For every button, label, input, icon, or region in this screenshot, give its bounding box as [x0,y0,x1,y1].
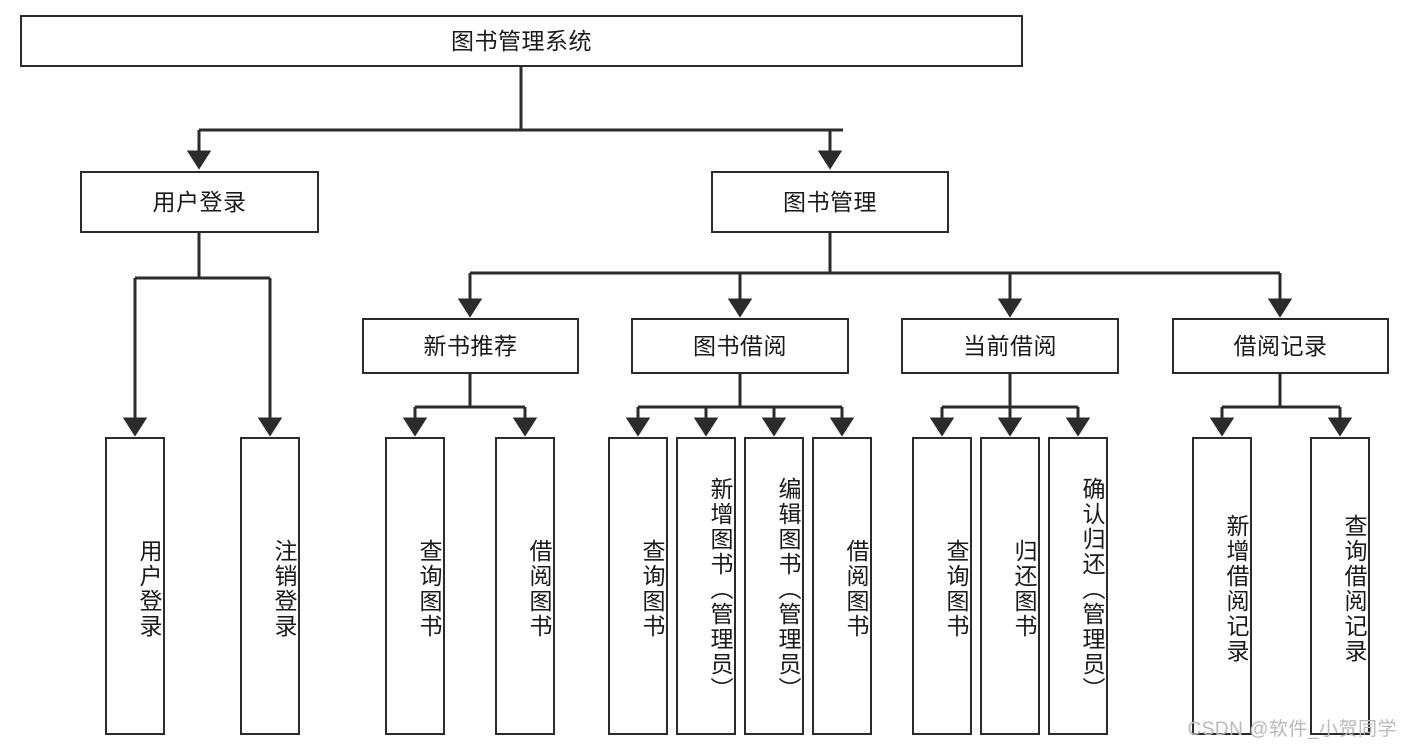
node-leaf-return-book[interactable]: 归还图书 [980,437,1040,735]
node-label: 注销登录 [271,539,297,639]
node-borrow-record[interactable]: 借阅记录 [1172,318,1389,374]
node-leaf-add-book-admin[interactable]: 新增图书（管理员） [676,437,736,735]
node-label: 归还图书 [1011,539,1037,639]
node-label: 图书借阅 [693,332,787,359]
node-label: 查询图书 [943,539,969,639]
node-current-borrow[interactable]: 当前借阅 [901,318,1119,374]
node-label: 借阅记录 [1233,332,1328,359]
watermark-text: CSDN @软件_小贺同学 [1187,719,1397,740]
node-leaf-query-book-recommend[interactable]: 查询图书 [385,437,445,735]
node-label: 新增图书（管理员） [707,476,733,702]
node-label: 图书管理系统 [451,27,592,54]
node-book-borrow[interactable]: 图书借阅 [631,318,849,374]
node-label: 借阅图书 [526,539,552,639]
node-leaf-borrow-book-recommend[interactable]: 借阅图书 [495,437,555,735]
node-label: 新书推荐 [423,332,518,359]
node-leaf-user-logout[interactable]: 注销登录 [240,437,300,735]
node-leaf-confirm-return-admin[interactable]: 确认归还（管理员） [1048,437,1108,735]
node-label: 当前借阅 [963,332,1057,359]
node-label: 查询图书 [416,539,442,639]
node-leaf-query-book-current[interactable]: 查询图书 [912,437,972,735]
node-label: 确认归还（管理员） [1079,476,1105,702]
node-leaf-edit-book-admin[interactable]: 编辑图书（管理员） [744,437,804,735]
node-label: 编辑图书（管理员） [775,476,801,702]
node-leaf-user-login[interactable]: 用户登录 [105,437,165,735]
node-label: 用户登录 [136,539,162,639]
node-label: 图书管理 [783,188,877,215]
node-label: 新增借阅记录 [1223,514,1249,664]
node-new-book-recommend[interactable]: 新书推荐 [362,318,579,374]
node-user-login[interactable]: 用户登录 [80,171,319,233]
node-leaf-query-borrow-record[interactable]: 查询借阅记录 [1310,437,1370,735]
node-leaf-add-borrow-record[interactable]: 新增借阅记录 [1192,437,1252,735]
node-label: 查询图书 [639,539,665,639]
node-book-management[interactable]: 图书管理 [711,171,949,233]
node-label: 用户登录 [152,188,247,215]
node-label: 借阅图书 [843,539,869,639]
node-label: 查询借阅记录 [1341,514,1367,664]
node-root-book-management-system[interactable]: 图书管理系统 [20,15,1023,67]
node-leaf-borrow-book[interactable]: 借阅图书 [812,437,872,735]
node-leaf-query-book-borrow[interactable]: 查询图书 [608,437,668,735]
